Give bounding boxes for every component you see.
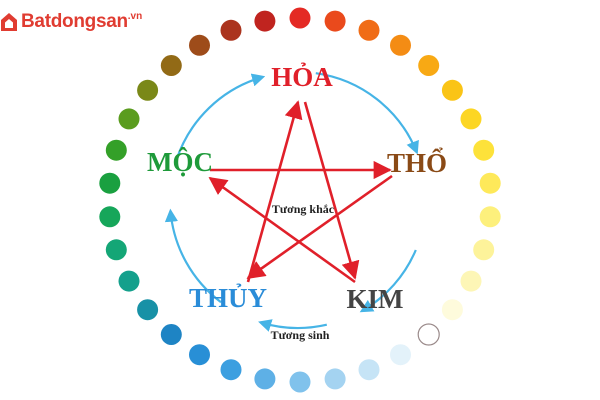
color-dot	[189, 34, 210, 56]
color-dot	[105, 139, 127, 161]
color-dot	[289, 7, 311, 29]
color-dot	[220, 19, 242, 41]
color-dot	[358, 19, 380, 41]
logo-name: Batdongsan	[21, 11, 128, 32]
color-dot	[99, 206, 121, 228]
color-dot	[473, 239, 495, 261]
color-dot	[473, 139, 495, 161]
logo[interactable]: Batdongsan .vn	[0, 12, 142, 32]
color-dot	[189, 344, 210, 366]
label-destructive: Tương khắc	[272, 202, 335, 216]
color-dot	[441, 299, 463, 321]
color-dot	[418, 55, 440, 76]
house-logo-icon	[1, 13, 17, 31]
label-generative: Tương sinh	[271, 328, 330, 342]
color-dot	[105, 239, 127, 261]
color-dot	[417, 323, 440, 346]
label-moc: MỘC	[147, 147, 213, 177]
generative-arrow	[164, 208, 222, 304]
color-dot	[137, 79, 159, 101]
color-dot	[99, 172, 121, 194]
destructive-arrow	[246, 174, 393, 280]
color-dot	[160, 55, 182, 76]
color-dot	[137, 299, 159, 321]
color-dot	[118, 108, 140, 130]
color-dot	[479, 206, 501, 228]
logo-tld: .vn	[127, 11, 143, 22]
color-dot	[160, 324, 182, 345]
destructive-arrow	[303, 101, 360, 280]
color-dot	[118, 270, 140, 292]
color-dot	[479, 172, 501, 194]
generative-arrow	[359, 249, 417, 313]
color-dot	[460, 270, 482, 292]
destructive-arrow	[246, 100, 303, 283]
color-dot	[289, 371, 311, 393]
color-dot	[254, 10, 276, 32]
color-dot	[254, 368, 276, 390]
destructive-star	[208, 100, 393, 284]
color-dot	[390, 34, 411, 56]
label-tho: THỔ	[387, 147, 447, 178]
color-dot	[460, 108, 482, 130]
color-dot	[390, 344, 411, 366]
generative-cycle	[164, 72, 419, 332]
color-dot	[441, 79, 463, 101]
generative-arrow	[315, 72, 419, 155]
color-ring	[99, 7, 501, 393]
generative-arrow	[175, 73, 266, 161]
color-dot	[358, 359, 380, 381]
destructive-arrow	[208, 176, 356, 284]
label-thuy: THỦY	[189, 283, 267, 313]
generative-arrow	[258, 319, 328, 332]
label-hoa: HỎA	[271, 62, 333, 92]
color-dot	[324, 10, 346, 32]
color-dot	[324, 368, 346, 390]
color-dot	[220, 359, 242, 381]
label-kim: KIM	[347, 284, 404, 314]
